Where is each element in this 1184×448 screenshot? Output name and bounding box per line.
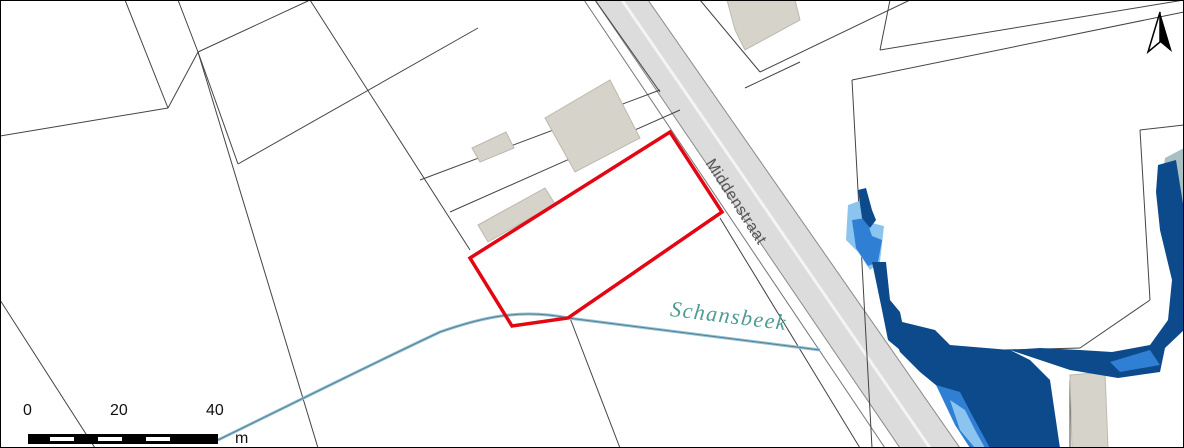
scale-tick-label: 0 [23,402,32,419]
buildings [471,0,1109,448]
building [726,0,801,51]
flood-zone [846,148,1184,448]
road-edge [583,0,886,448]
road-centerline [620,0,932,448]
building [1069,371,1109,448]
building [471,131,515,163]
watercourse-schansbeek [217,312,821,442]
scale-tick-label: 20 [110,402,128,419]
watercourse-edge [217,313,821,441]
north-arrow-icon [1146,11,1172,55]
scale-bar [28,434,218,444]
building [477,187,556,243]
scale-unit-label: m [235,430,249,447]
scale-tick-label: 40 [206,402,224,419]
highlighted-parcel[interactable] [467,129,725,328]
building [544,79,641,173]
